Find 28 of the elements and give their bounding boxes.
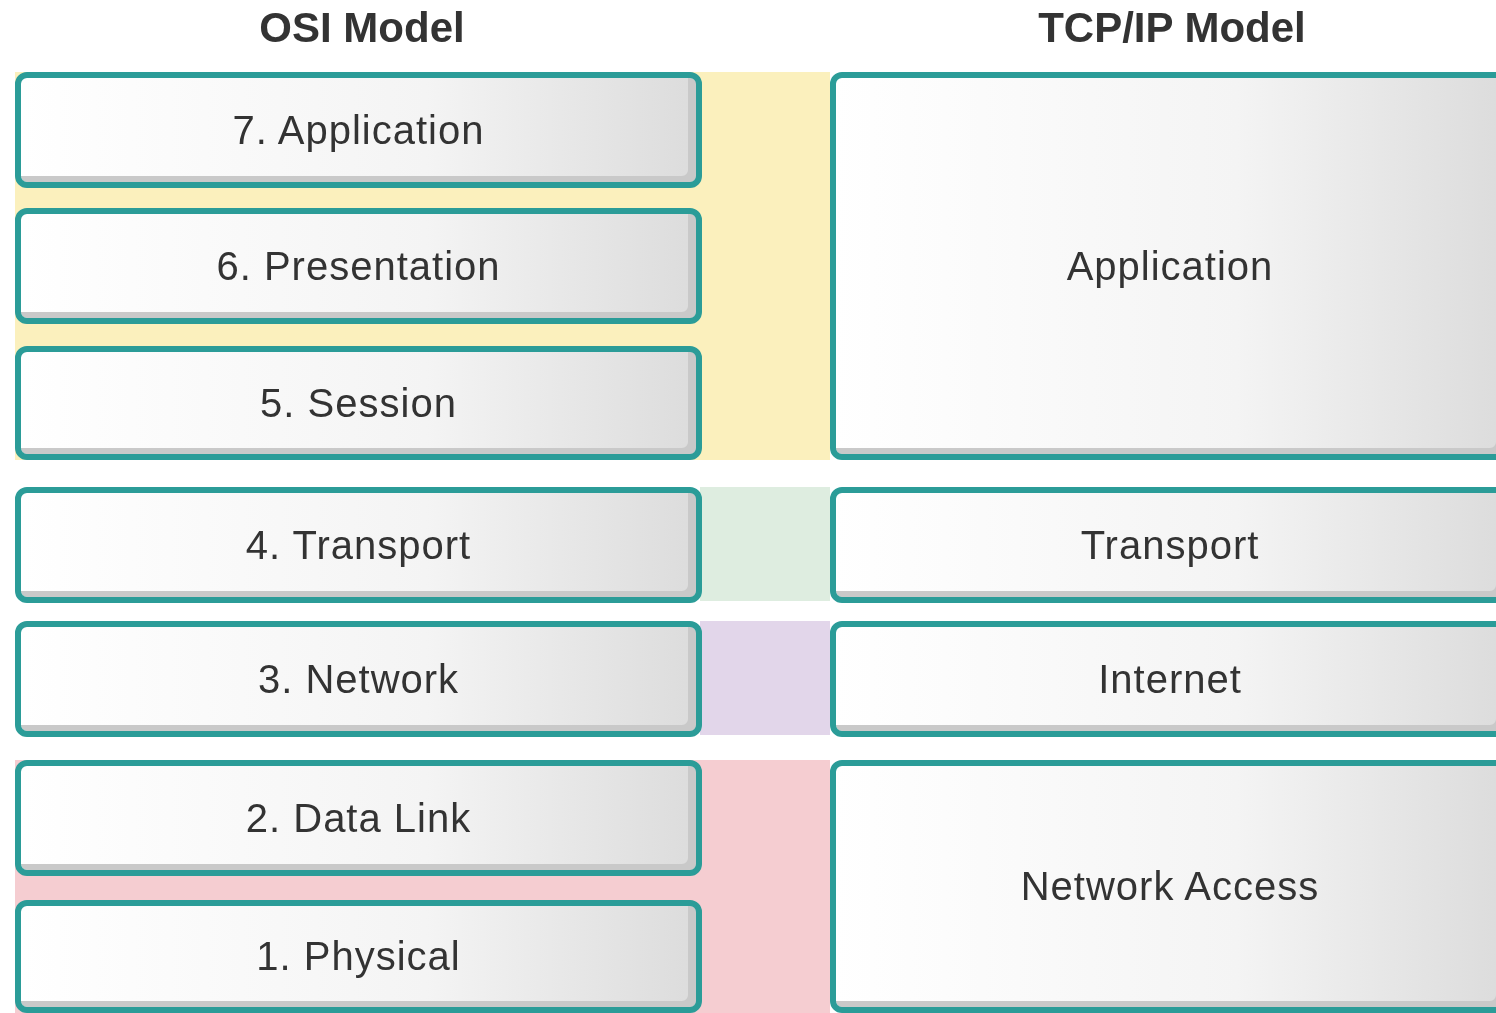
layer-label: Application (1066, 243, 1274, 289)
layer-band (15, 72, 830, 460)
layer-box (15, 346, 702, 460)
layer-label: 4. Transport (245, 522, 472, 568)
layer-label: Internet (1098, 656, 1242, 702)
layer-label: 2. Data Link (245, 795, 472, 841)
layer-band (700, 487, 830, 601)
layer-label: 5. Session (260, 380, 457, 426)
column-heading: TCP/IP Model (1038, 4, 1306, 52)
layer-label: 6. Presentation (216, 243, 501, 289)
layer-label: Network Access (1020, 864, 1320, 909)
layer-box (15, 72, 702, 188)
layer-box (15, 208, 702, 324)
layer-box (830, 72, 1496, 460)
layer-label: 3. Network (257, 656, 460, 702)
column-heading: OSI Model (259, 4, 465, 52)
layer-label: 7. Application (232, 107, 485, 153)
layer-box (15, 760, 702, 876)
layer-box (15, 487, 702, 603)
layer-box (830, 621, 1496, 737)
layer-label: 1. Physical (256, 934, 461, 979)
layer-band (700, 621, 830, 735)
layer-box (830, 487, 1496, 603)
layer-label: Transport (1080, 522, 1260, 568)
layer-box (15, 900, 702, 1013)
layer-band (15, 760, 830, 1013)
layer-box (830, 760, 1496, 1013)
layer-box (15, 621, 702, 737)
